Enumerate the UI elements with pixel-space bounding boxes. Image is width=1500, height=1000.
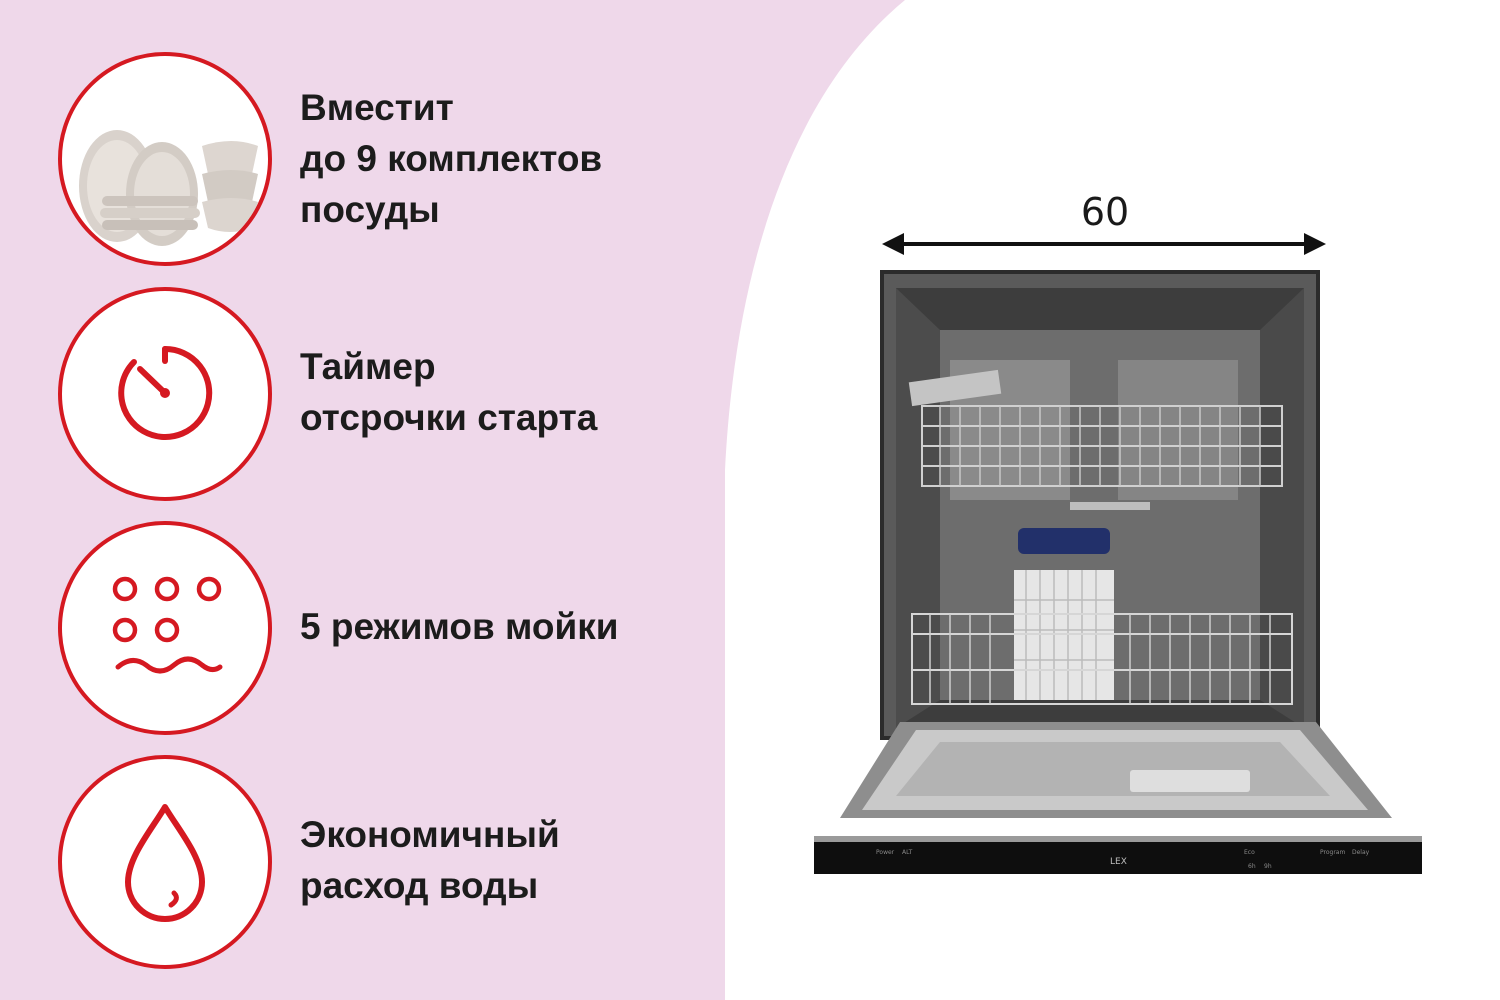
panel-label: ALT	[902, 849, 913, 856]
feature-line: посуды	[300, 189, 440, 230]
dishes-image	[58, 52, 272, 266]
feature-line: Экономичный	[300, 814, 560, 855]
feature-timer: Таймер отсрочки старта	[58, 287, 698, 503]
panel-label: 9h	[1264, 863, 1272, 870]
feature-water: Экономичный расход воды	[58, 755, 698, 971]
dishwasher-image: Power ALT LEX Eco 6h 9h Program Delay	[814, 270, 1422, 874]
brand-logo: LEX	[1110, 857, 1127, 867]
panel-label: Delay	[1352, 849, 1370, 856]
timer-icon	[58, 287, 272, 501]
panel-label: Program	[1320, 849, 1345, 856]
feature-line: 5 режимов мойки	[300, 606, 619, 647]
modes-icon	[58, 521, 272, 735]
water-drop-icon	[58, 755, 272, 969]
feature-modes: 5 режимов мойки	[58, 521, 698, 737]
feature-line: Вместит	[300, 87, 454, 128]
feature-line: отсрочки старта	[300, 397, 598, 438]
panel-label: Power	[876, 849, 895, 856]
feature-capacity: Вместит до 9 комплектов посуды	[58, 52, 698, 268]
feature-line: до 9 комплектов	[300, 138, 603, 179]
feature-line: расход воды	[300, 865, 539, 906]
panel-label: 6h	[1248, 863, 1256, 870]
feature-line: Таймер	[300, 346, 436, 387]
width-dimension-label: 60	[1080, 190, 1130, 234]
panel-label: Eco	[1244, 849, 1255, 856]
